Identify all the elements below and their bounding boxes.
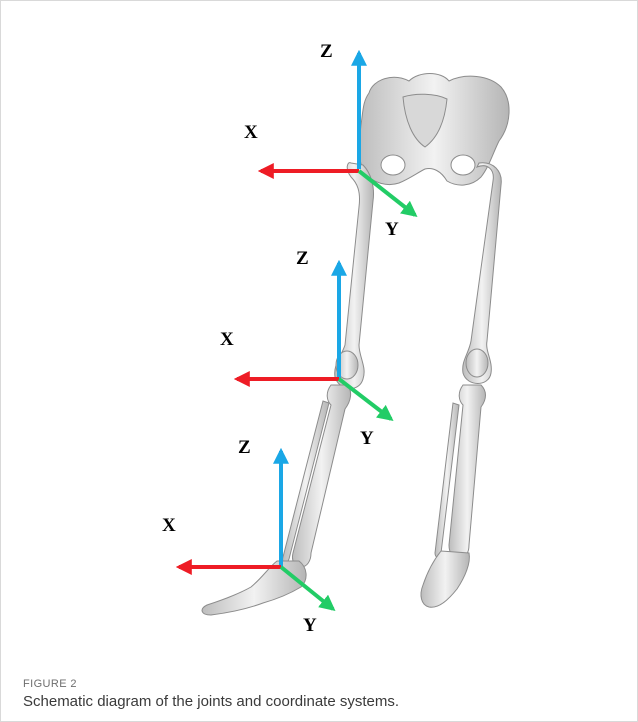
knee-x-label: X bbox=[220, 329, 234, 350]
foot-left bbox=[421, 551, 469, 607]
skeleton-diagram: Z X Y Z X Y Z X Y bbox=[1, 1, 638, 661]
hip-x-label: X bbox=[244, 122, 258, 143]
hip-y-label: Y bbox=[385, 219, 399, 240]
foot-right bbox=[202, 561, 306, 615]
ankle-z-label: Z bbox=[238, 437, 251, 458]
skeleton-illustration bbox=[202, 74, 509, 616]
figure-number: FIGURE 2 bbox=[23, 678, 77, 690]
patella-left bbox=[466, 349, 488, 377]
knee-z-label: Z bbox=[296, 248, 309, 269]
hip-z-label: Z bbox=[320, 41, 333, 62]
ankle-x-label: X bbox=[162, 515, 176, 536]
figure-caption: Schematic diagram of the joints and coor… bbox=[23, 693, 399, 710]
knee-y-label: Y bbox=[360, 428, 374, 449]
ankle-y-label: Y bbox=[303, 615, 317, 636]
